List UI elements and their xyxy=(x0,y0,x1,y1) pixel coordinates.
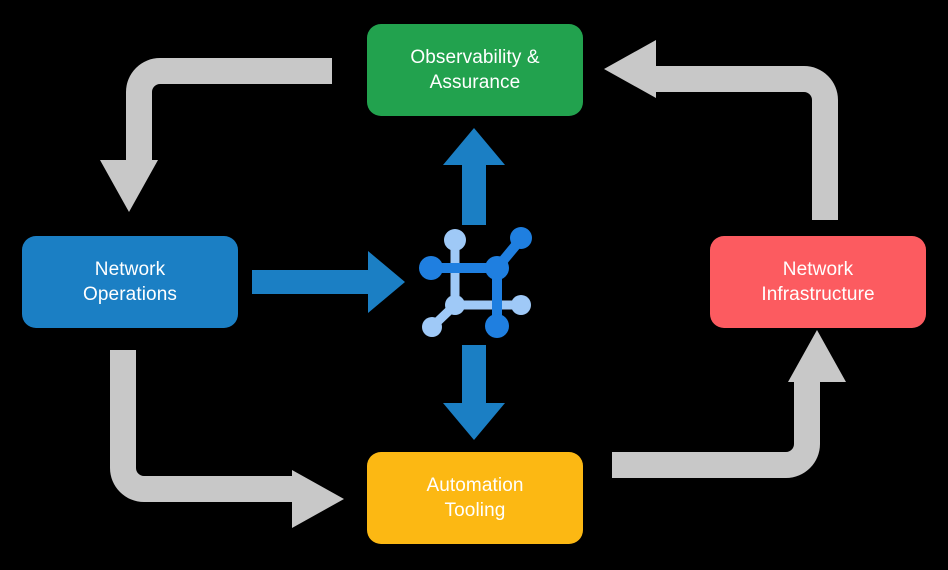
grey-arrow-automation-to-infrastructure xyxy=(612,330,846,478)
grey-arrow-infrastructure-to-observability xyxy=(604,40,838,220)
node-automation-tooling[interactable]: Automation Tooling xyxy=(367,452,583,544)
node-network-infrastructure[interactable]: Network Infrastructure xyxy=(710,236,926,328)
grey-arrow-operations-to-automation xyxy=(110,350,344,528)
node-network-operations[interactable]: Network Operations xyxy=(22,236,238,328)
network-topology-icon xyxy=(419,227,532,338)
blue-arrow-operations-to-center xyxy=(252,251,405,313)
blue-arrow-center-to-observability xyxy=(443,128,505,225)
node-observability-assurance[interactable]: Observability & Assurance xyxy=(367,24,583,116)
blue-arrow-center-to-automation xyxy=(443,345,505,440)
grey-arrow-observability-to-operations xyxy=(100,58,332,212)
